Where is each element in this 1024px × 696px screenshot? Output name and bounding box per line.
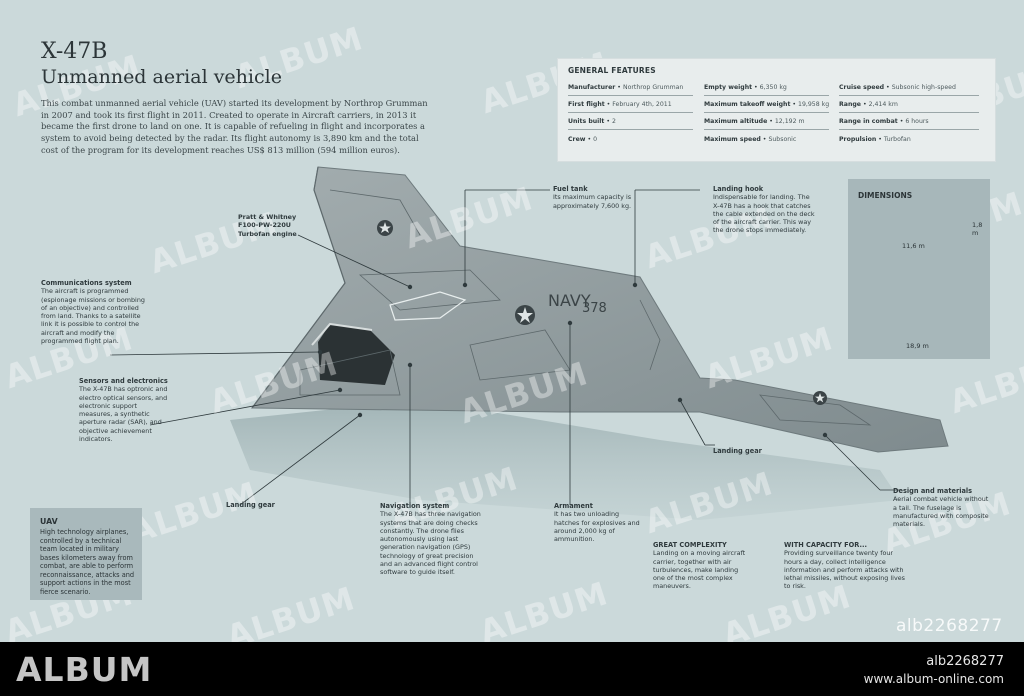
callout-landing-gear-left: Landing gear xyxy=(226,501,275,509)
page-title: X-47B xyxy=(41,39,108,64)
footer-url-link[interactable]: www.album-online.com xyxy=(863,672,1004,686)
engine-intake xyxy=(318,324,395,385)
feature-row: Empty weight • 6,350 kg xyxy=(704,84,787,91)
watermark-id: alb2268277 xyxy=(896,616,1003,636)
feature-row: Maximum speed • Subsonic xyxy=(704,136,797,143)
aircraft-navy-marking: NAVY xyxy=(548,291,591,310)
dimension-height: 1,8 m xyxy=(972,221,983,237)
intro-paragraph: This combat unmanned aerial vehicle (UAV… xyxy=(41,98,428,155)
feature-row: Crew • 0 xyxy=(568,136,598,143)
dimensions-title: DIMENSIONS xyxy=(858,191,913,200)
general-features-panel: GENERAL FEATURES Manufacturer • Northrop… xyxy=(557,58,996,162)
feature-row: Maximum altitude • 12,192 m xyxy=(704,118,805,125)
dimension-length: 11,6 m xyxy=(902,242,925,250)
uav-text: High technology airplanes, controlled by… xyxy=(40,528,135,596)
general-features-title: GENERAL FEATURES xyxy=(568,66,656,75)
callout-engine: Pratt & Whitney F100-PW-220U Turbofan en… xyxy=(238,213,297,238)
footer-image-id: alb2268277 xyxy=(926,654,1004,669)
feature-row: Cruise speed • Subsonic high-speed xyxy=(839,84,956,91)
feature-row: Units built • 2 xyxy=(568,118,616,125)
uav-title: UAV xyxy=(40,517,58,526)
uav-info-box: UAV High technology airplanes, controlle… xyxy=(30,508,142,600)
feature-row: Range in combat • 6 hours xyxy=(839,118,929,125)
callout-capacity: WITH CAPACITY FOR...Providing surveillan… xyxy=(784,541,905,591)
infographic-poster: NAVY 378 xyxy=(0,19,1024,642)
feature-row: Range • 2,414 km xyxy=(839,101,898,108)
feature-row: Maximum takeoff weight • 19,958 kg xyxy=(704,101,830,108)
aircraft-number-marking: 378 xyxy=(582,301,607,316)
dimension-wingspan: 18,9 m xyxy=(906,342,929,350)
page-subtitle: Unmanned aerial vehicle xyxy=(41,66,282,88)
feature-row: Manufacturer • Northrop Grumman xyxy=(568,84,684,91)
feature-row: Propulsion • Turbofan xyxy=(839,136,911,143)
callout-landing-gear-right: Landing gear xyxy=(713,447,762,455)
aircraft-illustration: NAVY 378 xyxy=(109,166,981,520)
album-logo[interactable]: ALBUM xyxy=(16,650,153,689)
dimensions-panel: DIMENSIONS 11,6 m 1,8 m 18,9 m xyxy=(848,179,990,359)
footer-bar: ALBUM alb2268277 www.album-online.com xyxy=(0,642,1024,696)
feature-row: First flight • February 4th, 2011 xyxy=(568,101,672,108)
aircraft-shadow xyxy=(230,400,900,520)
